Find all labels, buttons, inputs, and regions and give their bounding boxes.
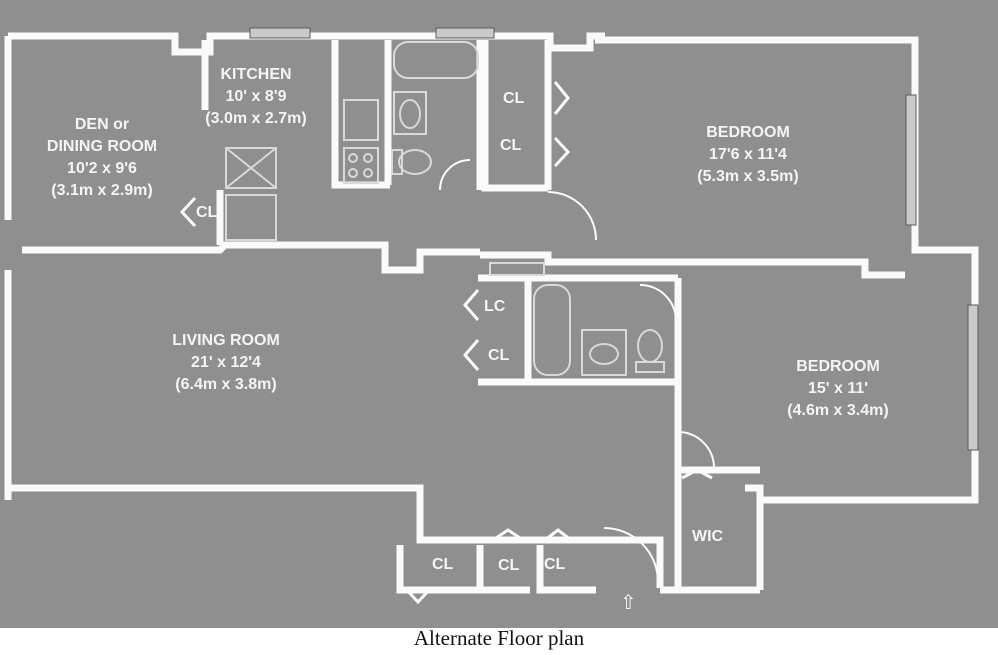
floor-plan: [0, 0, 998, 628]
bedroom2-dim-metric: (4.6m x 3.4m): [787, 402, 889, 419]
closet-label-top2: CL: [500, 137, 522, 154]
living-room-dim-metric: (6.4m x 3.8m): [175, 376, 277, 393]
den-name-line2: DINING ROOM: [46, 138, 158, 155]
den-dim-metric: (3.1m x 2.9m): [51, 182, 153, 199]
bedroom1-dim-metric: (5.3m x 3.5m): [697, 168, 799, 185]
closet-label-bottom2: CL: [498, 557, 520, 574]
kitchen-dim-imperial: 10' x 8'9: [225, 88, 287, 105]
bedroom1-label: BEDROOM 17'6 x 11'4 (5.3m x 3.5m): [668, 122, 828, 188]
bath-fixtures-top: [391, 41, 479, 175]
living-room-name: LIVING ROOM: [172, 332, 280, 349]
up-arrow-icon: ⇧: [620, 590, 637, 614]
den-label: DEN or DINING ROOM 10'2 x 9'6 (3.1m x 2.…: [22, 114, 182, 202]
walk-in-closet-label: WIC: [692, 528, 724, 545]
kitchen-dim-metric: (3.0m x 2.7m): [205, 110, 307, 127]
den-name-line1: DEN or: [74, 116, 130, 133]
linen-closet-label: LC: [484, 298, 506, 315]
closet-label-top1: CL: [503, 90, 525, 107]
bedroom2-dim-imperial: 15' x 11': [807, 380, 869, 397]
closet-label-den: CL: [196, 204, 218, 221]
caption: Alternate Floor plan: [413, 626, 585, 650]
bedroom2-name: BEDROOM: [796, 358, 880, 375]
den-dim-imperial: 10'2 x 9'6: [67, 160, 137, 177]
living-room-dim-imperial: 21' x 12'4: [191, 354, 261, 371]
kitchen-label: KITCHEN 10' x 8'9 (3.0m x 2.7m): [196, 64, 316, 130]
bedroom1-name: BEDROOM: [706, 124, 790, 141]
kitchen-name: KITCHEN: [220, 66, 292, 83]
closet-label-bath: CL: [488, 347, 510, 364]
closet-label-bottom1: CL: [432, 556, 454, 573]
bedroom1-dim-imperial: 17'6 x 11'4: [709, 146, 787, 163]
kitchen-fixtures: [225, 99, 379, 241]
windows: [249, 27, 979, 451]
closet-label-bottom3: CL: [544, 556, 566, 573]
closet-doors: [179, 81, 713, 605]
living-room-label: LIVING ROOM 21' x 12'4 (6.4m x 3.8m): [146, 330, 306, 396]
bedroom2-label: BEDROOM 15' x 11' (4.6m x 3.4m): [758, 356, 918, 422]
door-swings: [439, 159, 715, 583]
bath-fixtures-center: [489, 262, 665, 376]
